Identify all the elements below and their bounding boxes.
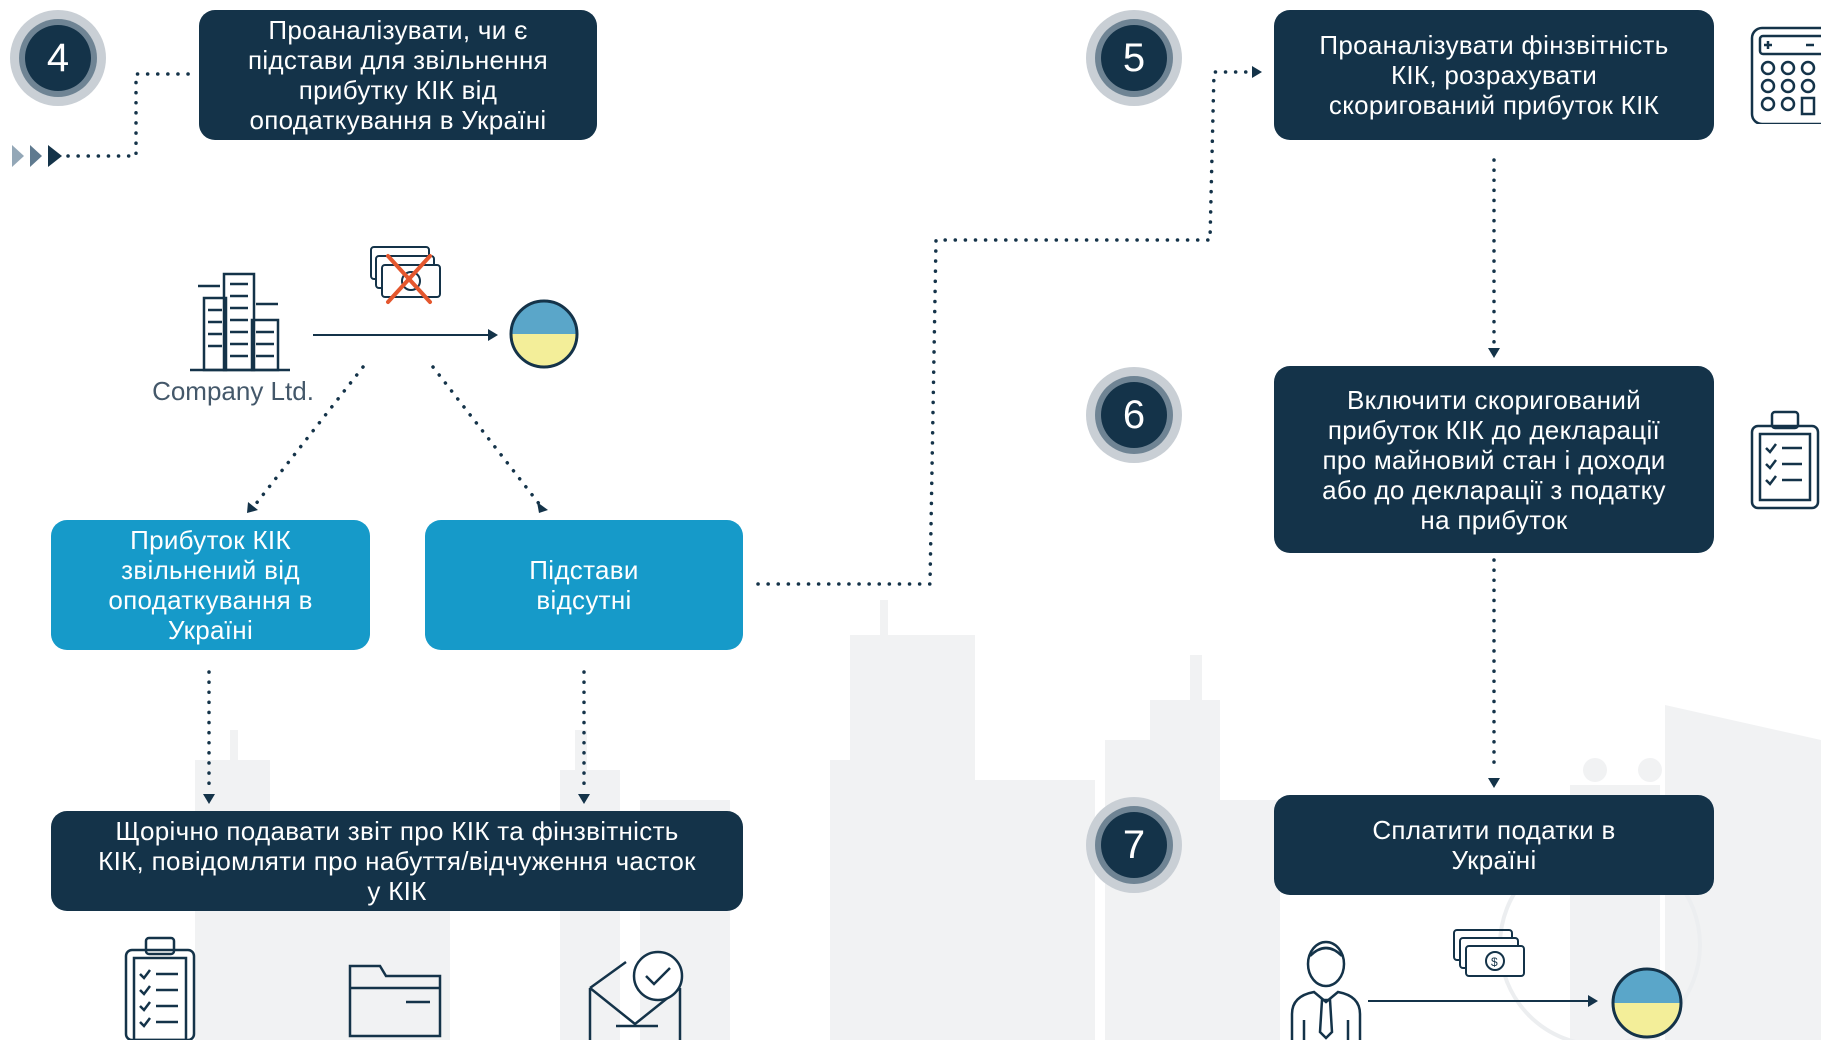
arrowhead-to-step5 [1252,66,1262,78]
connector-company-to-no-grounds [431,365,542,507]
checklist-icon [124,936,196,1040]
no-grounds-branch-box: Підстави відсутні [425,520,743,650]
step-6-number: 6 [1101,382,1167,448]
arrowhead-exempt-to-report [203,794,215,804]
step-7-badge: 7 [1086,797,1182,893]
buildings-icon [190,272,290,372]
step-4-badge: 4 [10,10,106,106]
step-6-box: Включити скоригований прибуток КІК до де… [1274,366,1714,553]
email-approved-icon [588,950,684,1040]
step-5-box: Проаналізувати фінзвітність КІК, розраху… [1274,10,1714,140]
calculator-icon [1750,26,1821,124]
clipboard-icon [1750,410,1820,510]
step-5-badge: 5 [1086,10,1182,106]
exempt-branch-box: Прибуток КІК звільнений від оподаткуванн… [51,520,370,650]
arrowhead-to-no-grounds [537,502,548,513]
annual-report-box: Щорічно подавати звіт про КІК та фінзвіт… [51,811,743,911]
cancelled-money-icon [370,246,441,304]
company-label: Company Ltd. [152,376,314,406]
step-4-number: 4 [25,25,91,91]
arrowhead-to-exempt [247,502,258,513]
folder-icon [348,964,442,1038]
businessman-icon [1290,940,1362,1040]
ukraine-flag-icon-2 [1611,967,1683,1039]
step-7-box: Сплатити податки в Україні [1274,795,1714,895]
step-4-box: Проаналізувати, чи є підстави для звільн… [199,10,597,140]
connector-company-to-exempt [253,365,365,507]
arrowhead-no-grounds-to-report [578,794,590,804]
arrowhead-to-step7 [1488,778,1500,788]
step-6-badge: 6 [1086,367,1182,463]
step-5-number: 5 [1101,25,1167,91]
step-7-number: 7 [1101,812,1167,878]
arrowhead-to-step6 [1488,348,1500,358]
ukraine-flag-icon [509,299,579,369]
svg-text:$: $ [1491,955,1498,969]
start-arrows-icon [12,145,62,167]
money-stack-icon: $ [1453,929,1525,977]
connector-no-grounds-to-step5 [756,70,1254,586]
